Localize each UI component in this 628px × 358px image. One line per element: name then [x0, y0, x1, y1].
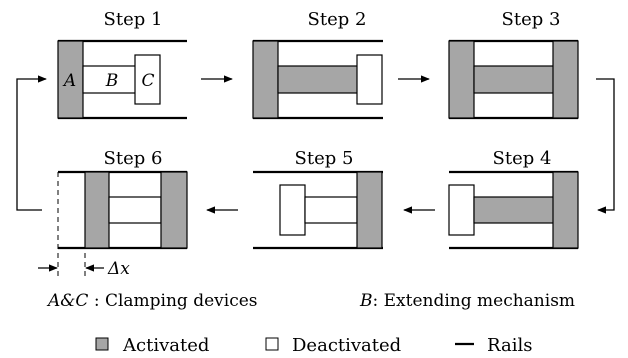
step-5-extender-b	[304, 196, 358, 224]
arrow-step6-to-step1	[16, 75, 47, 211]
legend-deactivated-label: Deactivated	[292, 335, 401, 356]
step-2-panel	[252, 39, 383, 120]
step-4-clamp-c	[552, 171, 579, 249]
legend-rails-label: Rails	[487, 335, 532, 356]
legend-activated-label: Activated	[122, 335, 209, 356]
step-3-extender-b	[473, 65, 555, 94]
step-2-clamp-c	[356, 54, 383, 105]
caption-clamping-text: : Clamping devices	[88, 291, 257, 311]
arrow-step3-to-step4	[596, 78, 615, 214]
step-6-title: Step 6	[104, 148, 163, 169]
step-3-panel	[448, 39, 579, 120]
caption-clamping: A&C : Clamping devices	[46, 291, 258, 311]
step-1-panel: A B C	[57, 39, 187, 120]
step-5-title: Step 5	[295, 148, 354, 169]
step-1-clamp-c	[134, 54, 161, 105]
part-label-c: C	[141, 71, 154, 91]
step-4-title: Step 4	[493, 148, 552, 169]
step-4-clamp-a	[448, 184, 475, 236]
delta-x-label: Δx	[107, 259, 130, 279]
step-3-clamp-c	[552, 40, 579, 119]
step-6-panel	[57, 170, 188, 278]
step-2-clamp-a	[252, 40, 279, 119]
flow-arrows	[16, 75, 615, 214]
part-label-b: B	[105, 71, 119, 91]
caption-extending-prefix: B	[359, 291, 373, 311]
legend: Activated Deactivated Rails	[95, 335, 532, 356]
step-6-clamp-c	[160, 171, 188, 249]
legend-activated-swatch	[95, 337, 109, 351]
delta-x-dimension: Δx	[38, 259, 130, 279]
step-2-title: Step 2	[308, 9, 367, 30]
step-6-clamp-a	[84, 171, 110, 249]
caption-extending: B: Extending mechanism	[359, 291, 575, 311]
caption-clamping-prefix: A&C	[46, 291, 88, 311]
step-1-title: Step 1	[104, 9, 163, 30]
step-5-panel	[253, 170, 383, 250]
step-3-title: Step 3	[502, 9, 561, 30]
step-5-clamp-a	[279, 184, 306, 236]
step-4-panel	[448, 170, 579, 250]
legend-deactivated-swatch	[265, 337, 279, 351]
step-2-extender-b	[277, 65, 360, 94]
step-3-clamp-a	[448, 40, 475, 119]
caption-extending-text: : Extending mechanism	[373, 291, 576, 311]
part-label-a: A	[62, 71, 76, 91]
step-5-clamp-c	[356, 171, 383, 249]
step-6-extender-b	[108, 196, 162, 224]
step-4-extender-b	[473, 196, 555, 224]
